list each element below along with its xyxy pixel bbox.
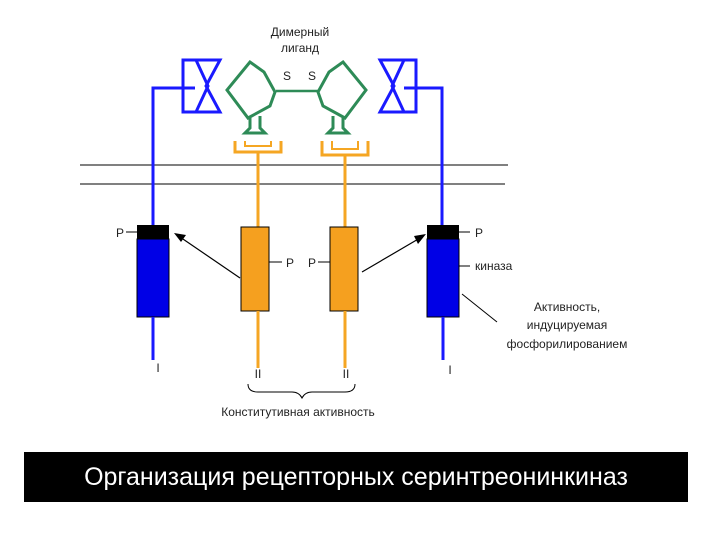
caption-title: Организация рецепторных серинтреонинкина… [84,462,628,491]
activity-pointer-line [461,293,498,323]
caption-banner: Организация рецепторных серинтреонинкина… [24,452,688,502]
type-i-label-left: I [156,361,159,375]
constitutive-brace [247,383,356,400]
activity-label-line1: Активность, [534,300,600,314]
sulfur-left-label: S [283,69,291,83]
ligand-label-line2: лиганд [281,41,319,55]
phosphate-center-right: P [308,256,316,270]
activity-label-line2: индуцируемая [527,318,607,332]
phosphate-right-outer: P [475,226,483,240]
phosphate-center-left: P [286,256,294,270]
type-i-receptor-left [136,58,223,360]
kinase-label: киназа [475,259,513,273]
phosphorylation-arrow-left [174,233,241,279]
sulfur-right-label: S [308,69,316,83]
type-ii-label-left: II [255,367,262,381]
type-ii-label-right: II [343,367,350,381]
activity-label-line3: фосфорилированием [507,337,628,351]
dimeric-ligand [225,59,368,135]
type-ii-receptor-left [233,141,283,368]
type-ii-receptor-right [320,141,370,368]
type-i-receptor-right [377,58,460,360]
phosphorylation-arrow-right [361,234,426,273]
type-i-label-right: I [448,363,451,377]
phosphate-left-outer: P [116,226,124,240]
constitutive-activity-label: Конститутивная активность [221,405,375,419]
ligand-label-line1: Димерный [271,25,329,39]
